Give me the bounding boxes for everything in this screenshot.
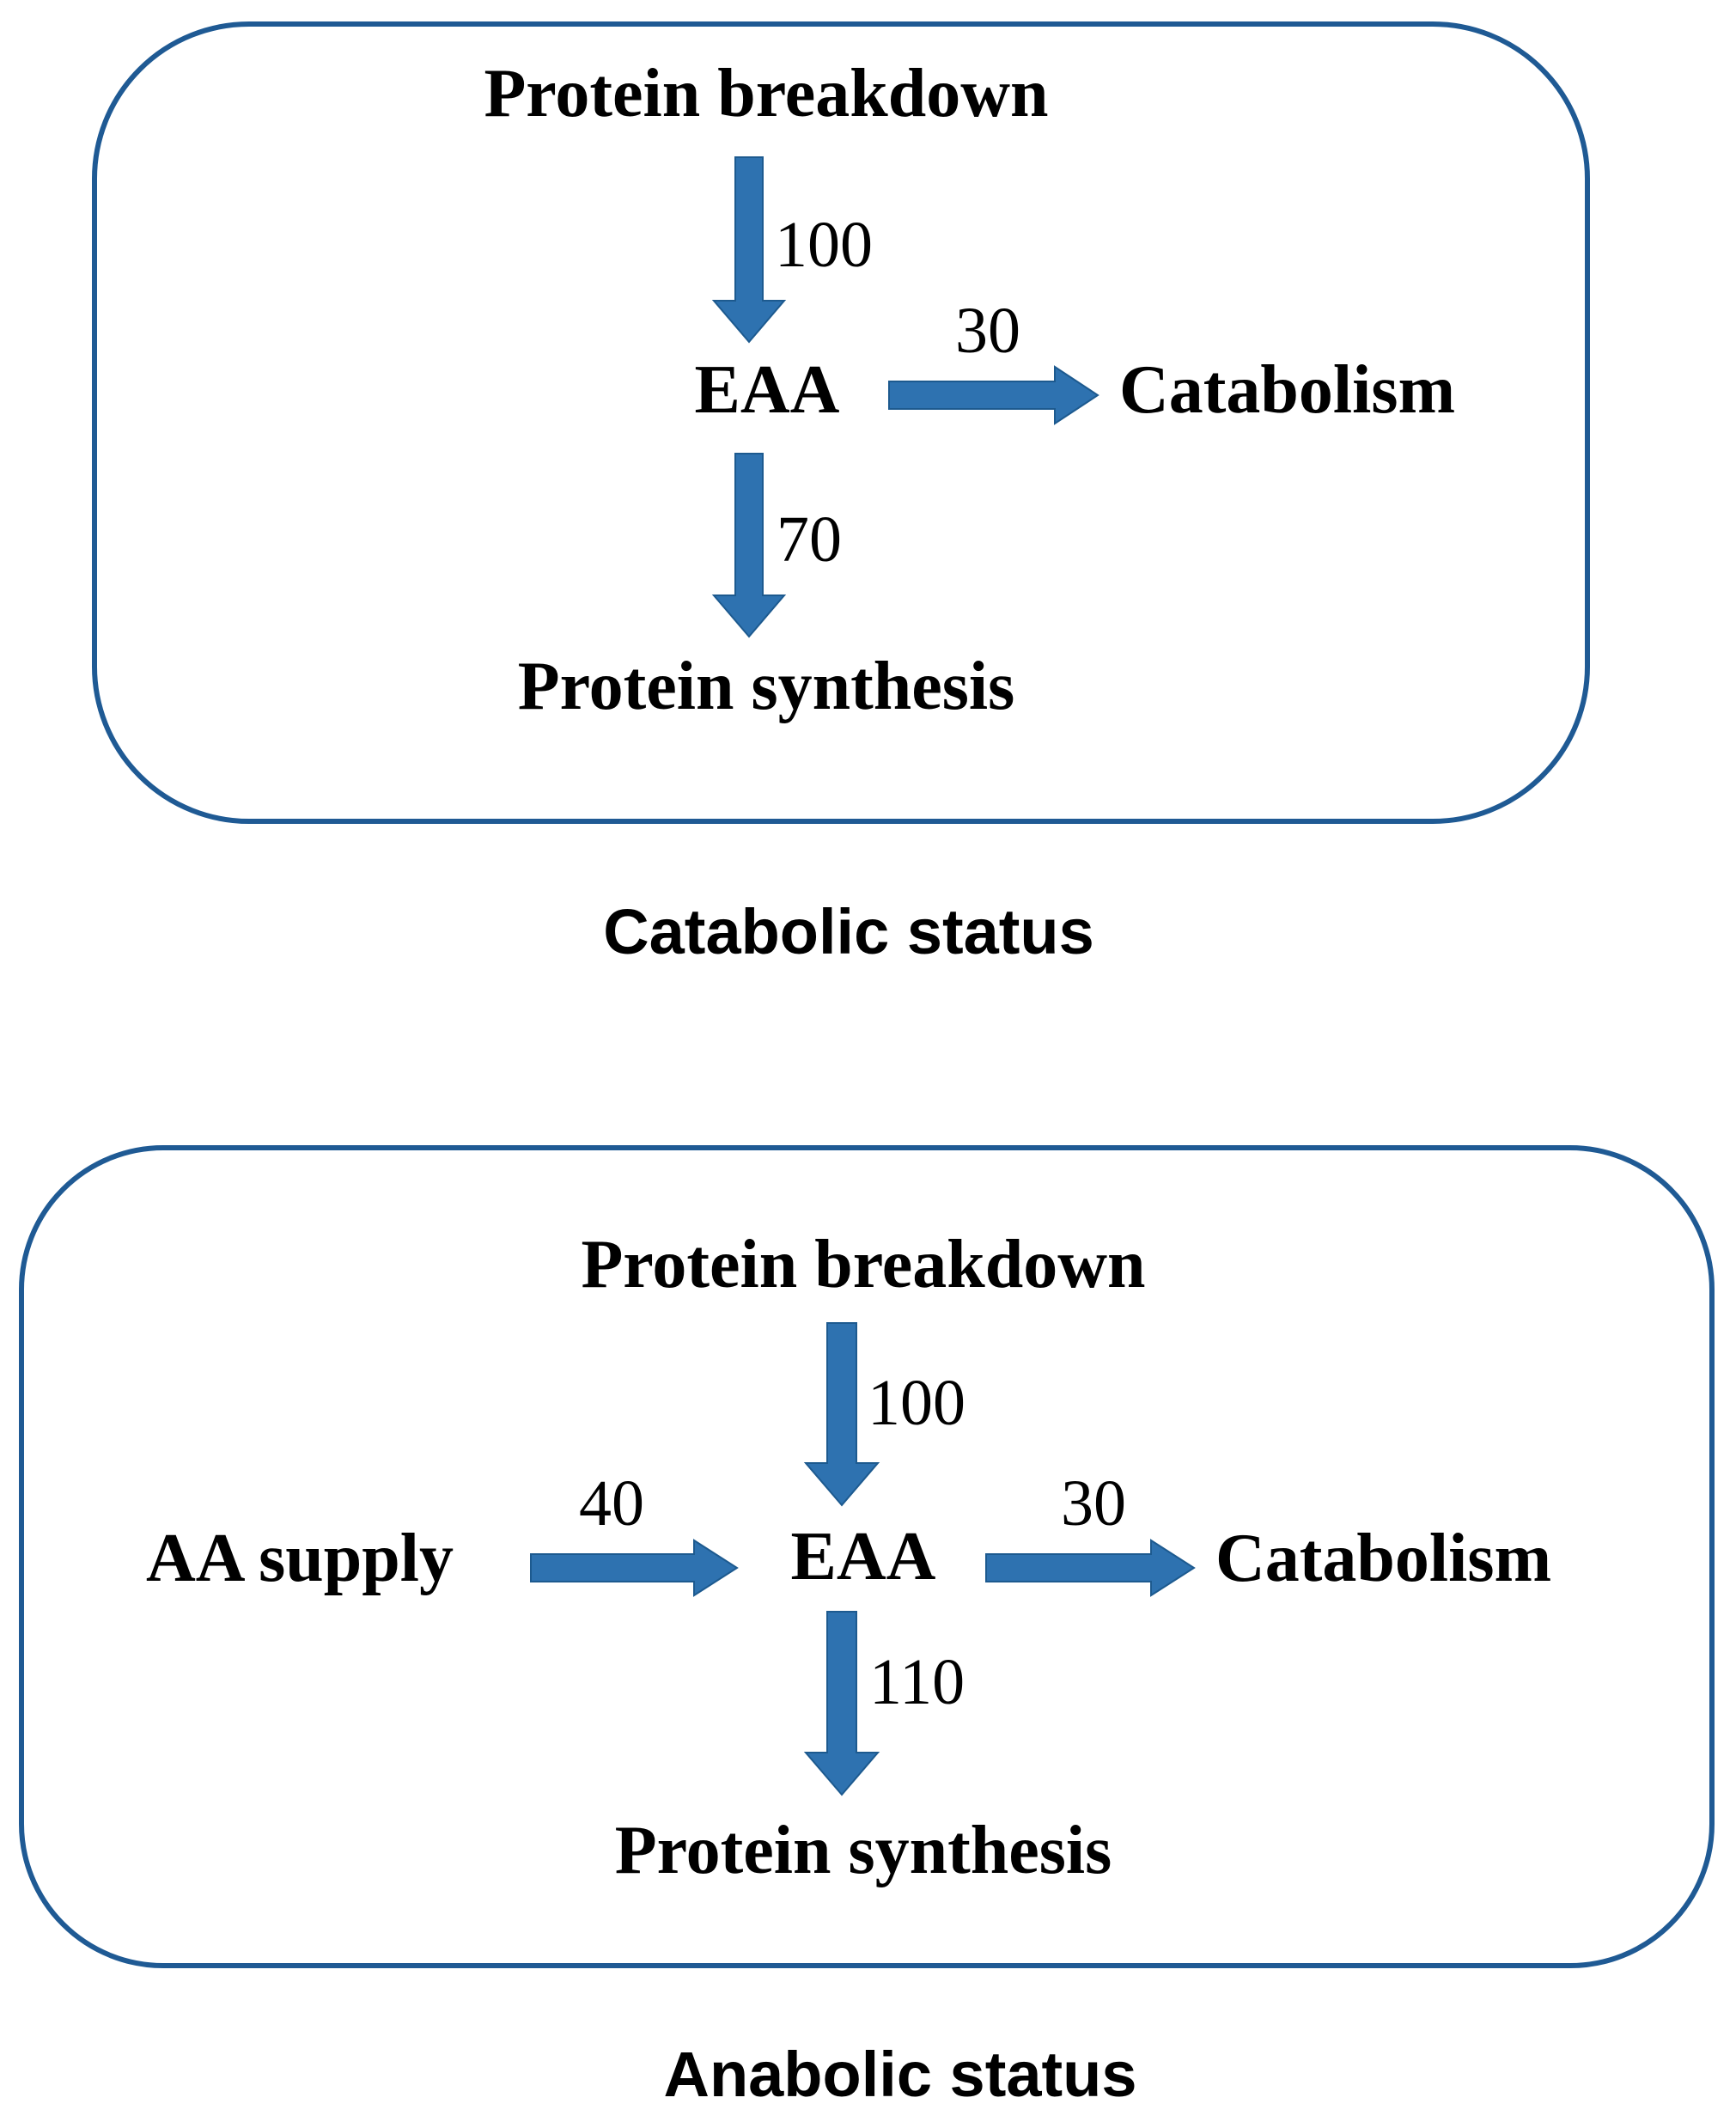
anabolic-eaa: EAA — [791, 1519, 936, 1595]
catabolic-protein-breakdown: Protein breakdown — [484, 56, 1048, 131]
catabolic-eaa: EAA — [695, 352, 840, 428]
anabolic-arrow-eaa-to-catabolism — [985, 1539, 1196, 1597]
anabolic-arrow-breakdown-to-eaa — [803, 1322, 880, 1507]
catabolic-arrow-eaa-to-synthesis — [711, 453, 787, 638]
catabolic-catabolism: Catabolism — [1119, 352, 1455, 428]
anabolic-flow-breakdown-to-eaa: 100 — [868, 1367, 965, 1439]
catabolic-protein-synthesis: Protein synthesis — [518, 649, 1015, 724]
catabolic-flow-eaa-to-catabolism: 30 — [955, 295, 1020, 367]
anabolic-arrow-eaa-to-synthesis — [803, 1611, 880, 1796]
catabolic-flow-breakdown-to-eaa: 100 — [775, 209, 873, 281]
catabolic-flow-eaa-to-synthesis: 70 — [777, 503, 842, 576]
anabolic-protein-breakdown: Protein breakdown — [581, 1227, 1145, 1302]
anabolic-protein-synthesis: Protein synthesis — [615, 1813, 1112, 1888]
catabolic-arrow-eaa-to-catabolism — [888, 365, 1099, 425]
anabolic-flow-supply-to-eaa: 40 — [579, 1467, 644, 1540]
anabolic-aa-supply: AA supply — [146, 1521, 454, 1596]
anabolic-caption: Anabolic status — [664, 2039, 1137, 2110]
anabolic-flow-eaa-to-catabolism: 30 — [1061, 1467, 1126, 1540]
anabolic-flow-eaa-to-synthesis: 110 — [869, 1646, 965, 1718]
catabolic-panel-border — [92, 21, 1590, 824]
anabolic-panel-border — [19, 1145, 1715, 1968]
anabolic-catabolism: Catabolism — [1215, 1521, 1551, 1596]
anabolic-panel: Protein breakdown 100 AA supply 40 EAA 3… — [19, 1145, 1715, 1968]
anabolic-arrow-supply-to-eaa — [530, 1539, 739, 1597]
catabolic-panel: Protein breakdown 100 EAA 30 Catabolism … — [92, 21, 1590, 824]
catabolic-arrow-breakdown-to-eaa — [711, 156, 787, 344]
catabolic-caption: Catabolic status — [603, 896, 1094, 967]
